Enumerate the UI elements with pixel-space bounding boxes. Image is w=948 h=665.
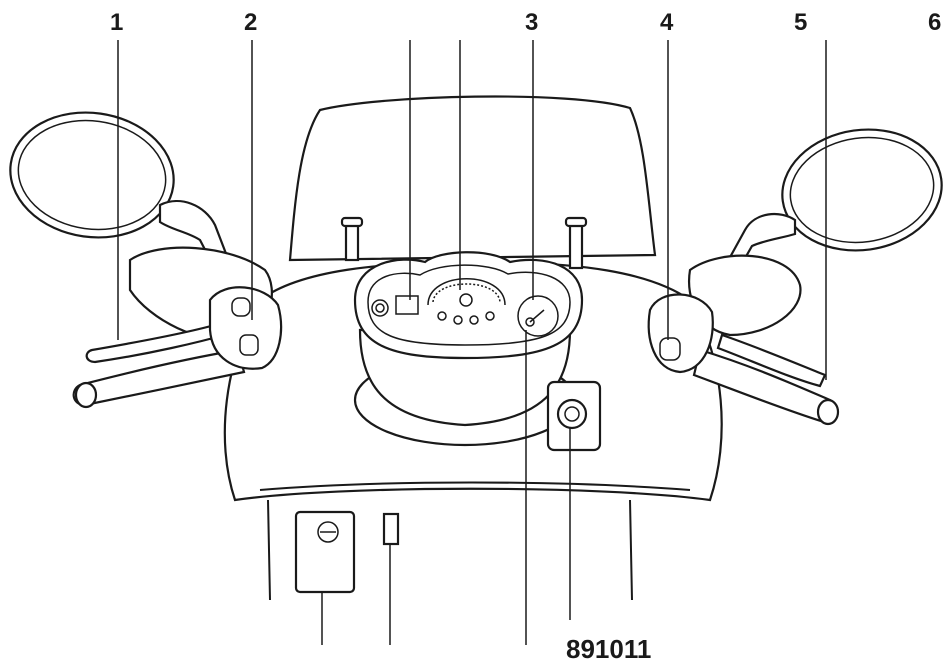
fork-cap-right — [568, 222, 584, 270]
callout-2: 2 — [244, 9, 257, 36]
fork-cap-left-top — [340, 216, 364, 228]
callout-1: 1 — [110, 9, 123, 36]
hook — [382, 512, 400, 546]
left-bar-end — [74, 381, 98, 409]
starter-button — [659, 337, 681, 361]
callout-3-top: 3 — [525, 9, 538, 36]
left-mirror — [9, 111, 175, 239]
fork-cap-right-top — [564, 216, 588, 228]
fuel-gauge — [517, 295, 559, 337]
right-mirror-glass — [789, 136, 935, 244]
right-bar-end — [816, 398, 840, 426]
callout-4: 4 — [660, 9, 674, 36]
right-mirror — [781, 128, 943, 252]
speedometer-hub — [459, 293, 473, 307]
storage-lock — [294, 510, 356, 594]
figure-code: 891011 — [566, 634, 651, 664]
warning-light — [453, 315, 463, 325]
left-mirror-glass — [17, 119, 167, 231]
warning-light — [485, 311, 495, 321]
indicator-switch — [239, 334, 259, 356]
lcd-display — [395, 295, 419, 315]
callout-6: 6 — [928, 9, 941, 36]
storage-lock-cylinder — [317, 521, 339, 543]
right-brake-lever — [716, 333, 827, 388]
left-switch-housing — [208, 286, 283, 370]
leg-shield — [259, 481, 691, 601]
warning-light — [437, 311, 447, 321]
callout-5: 5 — [794, 9, 807, 36]
speedometer-ticks — [432, 283, 501, 303]
speedometer-dial — [427, 278, 506, 306]
reset-knob — [371, 299, 389, 317]
right-switch-housing — [647, 293, 714, 374]
warning-light — [469, 315, 479, 325]
ignition-switch — [556, 398, 588, 430]
fork-cap-left — [344, 222, 360, 262]
ignition-keyhole — [564, 406, 580, 422]
fuel-gauge-needle — [529, 309, 545, 323]
reset-knob-inner — [375, 303, 385, 313]
windscreen — [288, 95, 657, 262]
cluster-inner — [367, 264, 571, 346]
left-brake-lever — [85, 320, 230, 364]
fuel-gauge-hub — [525, 317, 535, 327]
horn-button — [231, 297, 251, 317]
